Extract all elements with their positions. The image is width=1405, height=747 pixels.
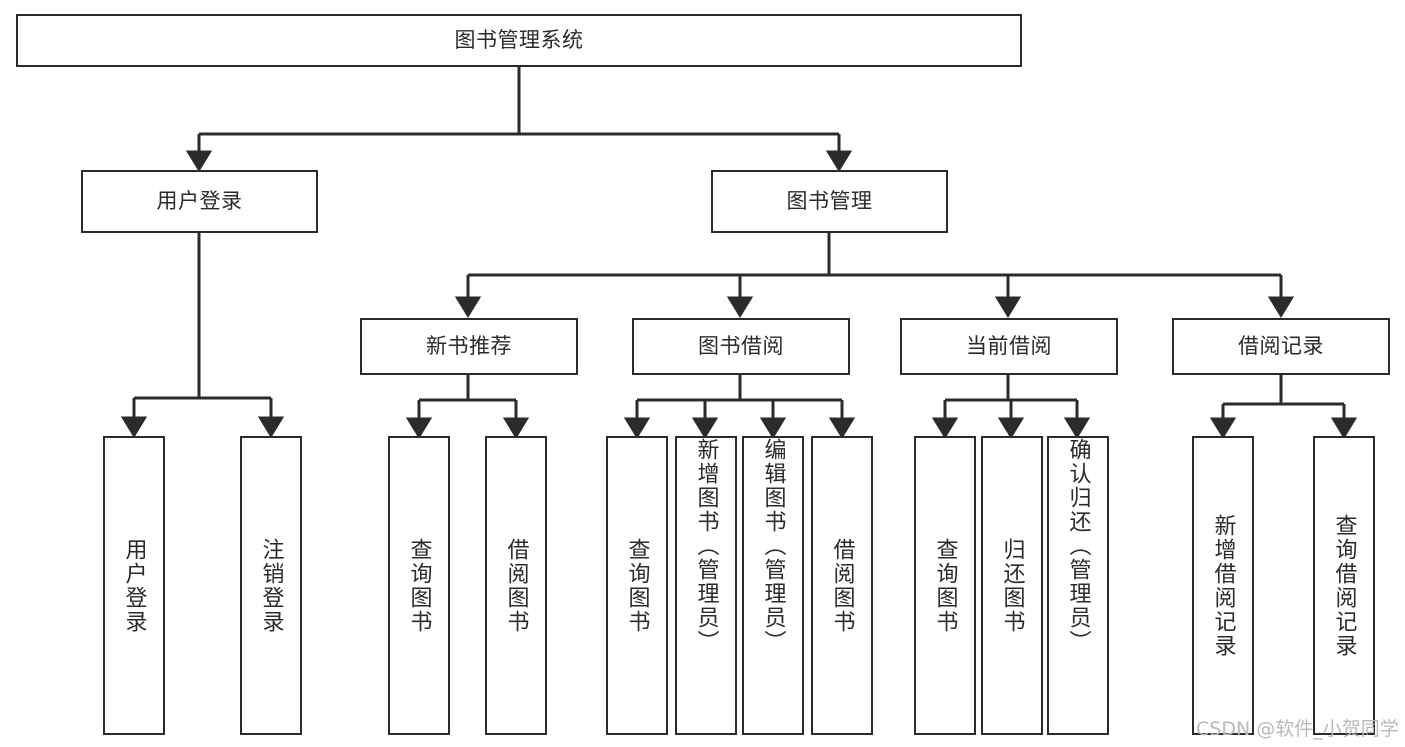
- node-root-label: 图书管理系统: [454, 28, 584, 53]
- node-leaf-return-book[interactable]: 归还图书: [981, 436, 1043, 735]
- node-leaf-query-record-label: 查询借阅记录: [1331, 513, 1357, 658]
- node-user-login[interactable]: 用户登录: [81, 170, 318, 233]
- node-leaf-query-book-1-label: 查询图书: [406, 537, 432, 634]
- node-current-borrow-label: 当前借阅: [966, 334, 1052, 359]
- node-leaf-add-book[interactable]: 新增图书（管理员）: [675, 436, 737, 735]
- node-root[interactable]: 图书管理系统: [16, 14, 1022, 67]
- node-leaf-query-book-3[interactable]: 查询图书: [914, 436, 976, 735]
- node-borrow-record-label: 借阅记录: [1238, 334, 1324, 359]
- node-leaf-confirm-return[interactable]: 确认归还（管理员）: [1047, 436, 1109, 735]
- node-leaf-add-book-label: 新增图书（管理员）: [693, 438, 719, 654]
- node-leaf-logout-login-label: 注销登录: [258, 537, 284, 634]
- node-user-login-label: 用户登录: [156, 189, 243, 214]
- node-leaf-edit-book-label: 编辑图书（管理员）: [760, 438, 786, 654]
- node-leaf-logout-login[interactable]: 注销登录: [240, 436, 302, 735]
- node-leaf-query-book-2[interactable]: 查询图书: [606, 436, 668, 735]
- node-leaf-confirm-return-label: 确认归还（管理员）: [1065, 438, 1091, 654]
- node-leaf-borrow-book-1[interactable]: 借阅图书: [485, 436, 547, 735]
- node-leaf-user-login[interactable]: 用户登录: [103, 436, 165, 735]
- node-current-borrow[interactable]: 当前借阅: [900, 318, 1118, 375]
- node-leaf-add-record-label: 新增借阅记录: [1210, 513, 1236, 658]
- node-book-borrow[interactable]: 图书借阅: [632, 318, 850, 375]
- node-leaf-user-login-label: 用户登录: [121, 537, 147, 634]
- node-leaf-borrow-book-1-label: 借阅图书: [503, 537, 529, 634]
- node-leaf-borrow-book-2-label: 借阅图书: [829, 537, 855, 634]
- node-leaf-edit-book[interactable]: 编辑图书（管理员）: [742, 436, 804, 735]
- node-book-borrow-label: 图书借阅: [698, 334, 784, 359]
- node-leaf-query-book-2-label: 查询图书: [624, 537, 650, 634]
- node-leaf-query-record[interactable]: 查询借阅记录: [1313, 436, 1375, 735]
- node-leaf-add-record[interactable]: 新增借阅记录: [1192, 436, 1254, 735]
- node-leaf-return-book-label: 归还图书: [999, 537, 1025, 634]
- node-borrow-record[interactable]: 借阅记录: [1172, 318, 1390, 375]
- node-new-book-recommend-label: 新书推荐: [426, 334, 512, 359]
- node-leaf-borrow-book-2[interactable]: 借阅图书: [811, 436, 873, 735]
- node-leaf-query-book-3-label: 查询图书: [932, 537, 958, 634]
- node-new-book-recommend[interactable]: 新书推荐: [360, 318, 578, 375]
- node-book-management-label: 图书管理: [786, 189, 873, 214]
- node-book-management[interactable]: 图书管理: [711, 170, 948, 233]
- node-leaf-query-book-1[interactable]: 查询图书: [388, 436, 450, 735]
- watermark-text: CSDN @软件_小贺同学: [1196, 718, 1399, 740]
